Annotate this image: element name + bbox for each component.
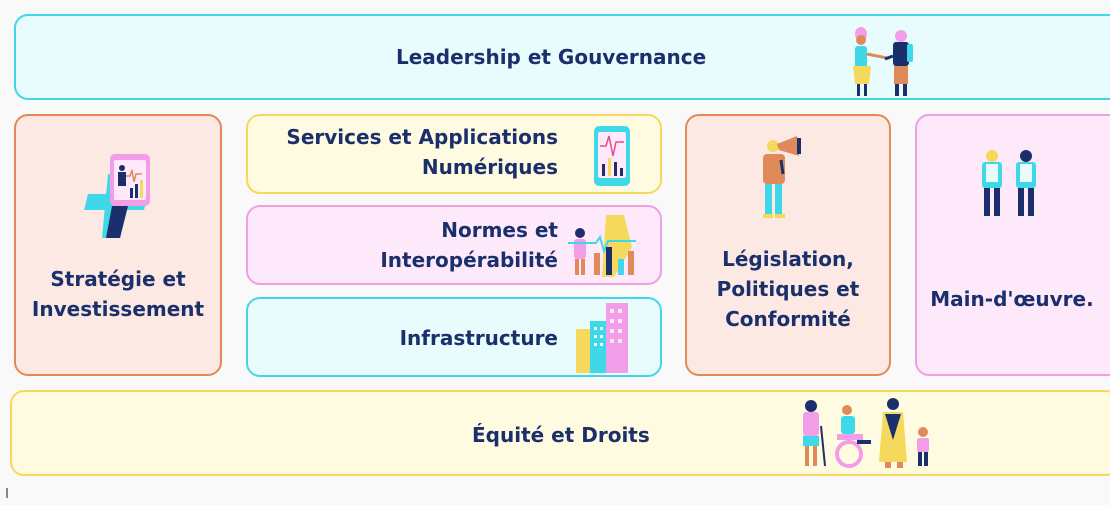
digital-services-label: Services et Applications Numériques	[286, 122, 558, 182]
legislation-label-line1: Législation,	[722, 247, 854, 271]
strategy-investment-box: Stratégie et Investissement	[14, 114, 222, 376]
norms-label-line2: Interopérabilité	[380, 248, 558, 272]
equity-rights-label: Équité et Droits	[472, 423, 650, 447]
handshake-people-icon	[831, 22, 941, 102]
strategy-label-line2: Investissement	[31, 297, 205, 321]
health-workers-icon	[976, 148, 1044, 222]
diverse-people-icon	[797, 396, 947, 474]
strategy-investment-label: Stratégie et Investissement	[32, 264, 204, 324]
legislation-label-line3: Conformité	[725, 307, 851, 331]
strategy-label-line1: Stratégie et	[50, 267, 186, 291]
megaphone-person-icon	[753, 136, 823, 224]
services-label-line2: Numériques	[421, 155, 558, 179]
leadership-governance-box: Leadership et Gouvernance	[14, 14, 1110, 100]
infrastructure-box: Infrastructure	[246, 297, 662, 377]
standards-interoperability-box: Normes et Interopérabilité	[246, 205, 662, 285]
digital-services-box: Services et Applications Numériques	[246, 114, 662, 194]
standards-interoperability-label: Normes et Interopérabilité	[380, 215, 558, 275]
workforce-box: Main-d'œuvre.	[915, 114, 1110, 376]
mobile-heartbeat-icon	[592, 124, 632, 192]
health-phone-icon	[78, 154, 158, 244]
leadership-governance-label: Leadership et Gouvernance	[396, 45, 707, 69]
infrastructure-label: Infrastructure	[399, 326, 558, 350]
legislation-policy-box: Législation, Politiques et Conformité	[685, 114, 891, 376]
legislation-policy-label: Législation, Politiques et Conformité	[717, 244, 860, 334]
workforce-label: Main-d'œuvre.	[930, 287, 1094, 311]
norms-label-line1: Normes et	[441, 218, 558, 242]
legislation-label-line2: Politiques et	[716, 277, 860, 301]
people-charts-icon	[566, 211, 646, 285]
services-label-line1: Services et Applications	[286, 125, 558, 149]
buildings-icon	[576, 301, 632, 379]
edge-mark	[6, 488, 8, 498]
equity-rights-box: Équité et Droits	[10, 390, 1110, 476]
